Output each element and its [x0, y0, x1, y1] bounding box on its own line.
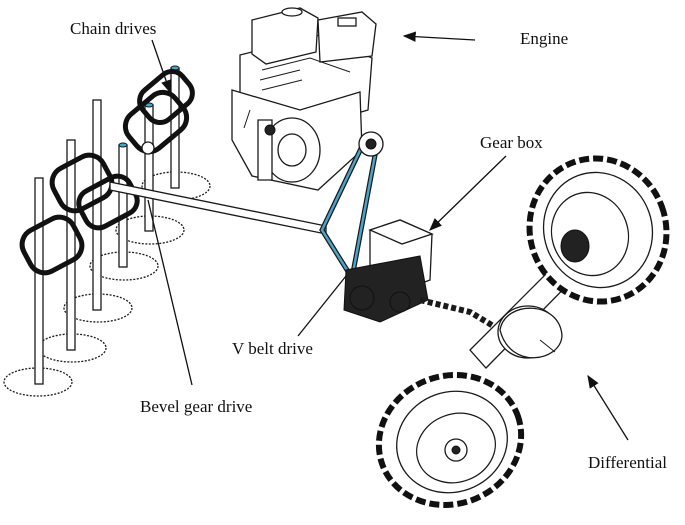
label-engine: Engine: [520, 29, 569, 48]
chain-loops: [19, 68, 195, 276]
cutter-assembly: [3, 65, 327, 397]
engine-pointer: [402, 31, 476, 42]
label-gear-box: Gear box: [480, 133, 543, 152]
gear-box: [343, 219, 434, 323]
bevel-gear-pointer: [147, 199, 193, 386]
label-differential: Differential: [588, 453, 667, 472]
bevel-gear: [141, 141, 155, 155]
wheel-lower-left: [375, 372, 525, 508]
output-chain: [419, 297, 502, 333]
gear-box-pointer: [429, 155, 507, 231]
wheel-upper-right: [526, 155, 670, 305]
engine: [231, 7, 377, 191]
differential-pointer: [587, 374, 629, 441]
v-belt-pointer: [297, 275, 347, 337]
label-bevel-gear-drive: Bevel gear drive: [140, 397, 253, 416]
vertical-shafts: [34, 65, 180, 385]
label-v-belt-drive: V belt drive: [232, 339, 313, 358]
label-chain-drives: Chain drives: [70, 19, 157, 38]
chain-drives-pointer: [151, 39, 172, 94]
leader-lines: [147, 31, 629, 441]
